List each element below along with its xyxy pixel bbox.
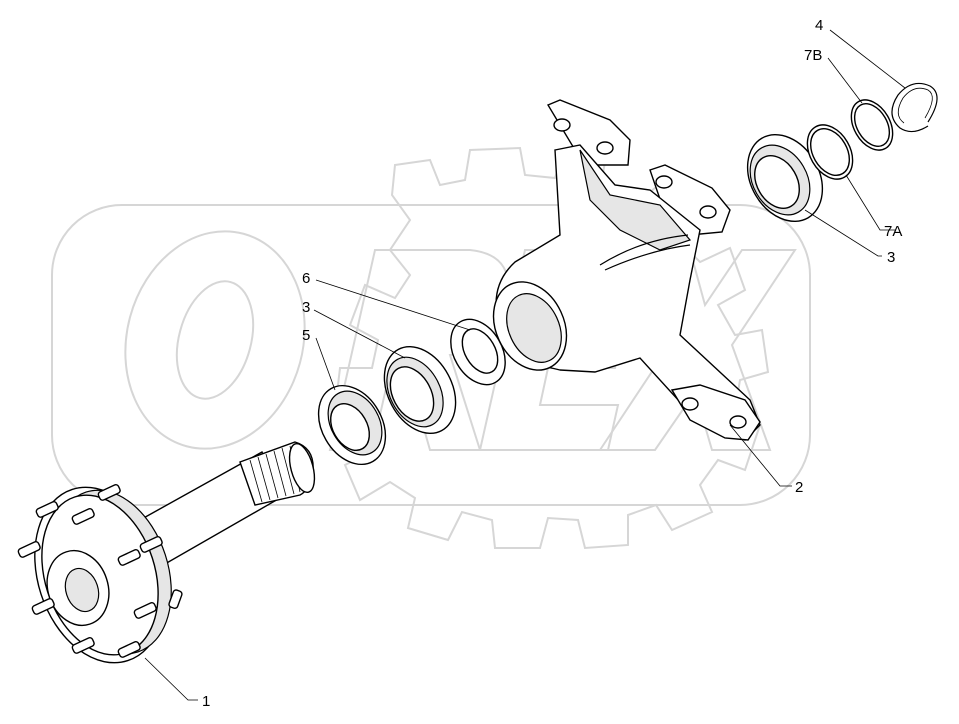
label-part-2: 2 <box>795 479 803 496</box>
bearing-inner-race <box>754 155 800 209</box>
seal-bore <box>329 403 371 451</box>
part-4-snap-ring <box>891 82 938 133</box>
shim-inner <box>809 128 851 176</box>
stud <box>139 536 163 553</box>
part-1-hub-shaft <box>17 441 316 664</box>
bearing-inner-race <box>389 366 435 422</box>
leader-3-mid <box>313 309 406 359</box>
leader-lines <box>144 29 906 701</box>
leader-7b <box>827 57 863 104</box>
part-3-bearing-inner <box>383 345 457 435</box>
washer-inner <box>461 328 499 374</box>
leader-4 <box>829 29 906 89</box>
housing-rib-upper <box>579 149 692 251</box>
lower-flange-hole-left <box>681 397 699 411</box>
stud <box>17 541 41 558</box>
part-7b-shim <box>850 99 894 151</box>
right-flange-hole-right <box>699 205 717 219</box>
label-part-1: 1 <box>202 693 210 710</box>
hub-center-bore <box>64 567 100 613</box>
leader-5 <box>315 337 336 391</box>
housing-bore <box>506 293 562 363</box>
part-5-seal <box>317 384 387 466</box>
right-flange-hole-left <box>655 175 673 189</box>
upper-flange-hole-right <box>596 141 614 155</box>
part-3-bearing-outer <box>746 133 824 223</box>
label-part-3-mid: 3 <box>302 299 310 316</box>
stud <box>35 501 59 518</box>
leader-3-top <box>804 209 882 257</box>
stud <box>133 602 157 619</box>
stud <box>168 589 183 610</box>
shaft-end <box>288 442 316 494</box>
stud <box>117 641 141 658</box>
stud <box>117 549 141 566</box>
label-part-6: 6 <box>302 270 310 287</box>
leader-6 <box>315 279 471 331</box>
label-part-3-top: 3 <box>887 249 895 266</box>
watermark-frame <box>51 204 811 506</box>
stud <box>31 598 55 615</box>
watermark-letter-o-inner <box>175 280 255 400</box>
upper-flange-hole-left <box>553 118 571 132</box>
label-part-7a: 7A <box>884 223 902 240</box>
housing-lower-flange <box>670 384 761 441</box>
label-part-5: 5 <box>302 327 310 344</box>
part-6-washer <box>450 318 506 386</box>
stud <box>71 508 95 525</box>
snap-ring-inner <box>897 87 933 124</box>
leader-2 <box>729 424 792 487</box>
watermark-letter-o-outer <box>124 230 306 450</box>
stud <box>71 637 95 654</box>
housing-rib-line <box>599 234 691 271</box>
leader-1 <box>144 657 198 701</box>
shim-inner <box>853 103 891 147</box>
label-part-4: 4 <box>815 17 823 34</box>
lower-flange-hole-right <box>729 415 747 429</box>
snap-ring <box>891 82 938 133</box>
callout-labels: 4 7B 7A 3 6 3 5 2 1 <box>202 17 902 710</box>
label-part-7b: 7B <box>804 47 822 64</box>
wheel-studs <box>17 484 183 658</box>
stud <box>97 484 121 501</box>
part-2-housing <box>492 99 761 441</box>
leader-7a <box>845 174 895 231</box>
part-7a-shim <box>806 124 854 180</box>
